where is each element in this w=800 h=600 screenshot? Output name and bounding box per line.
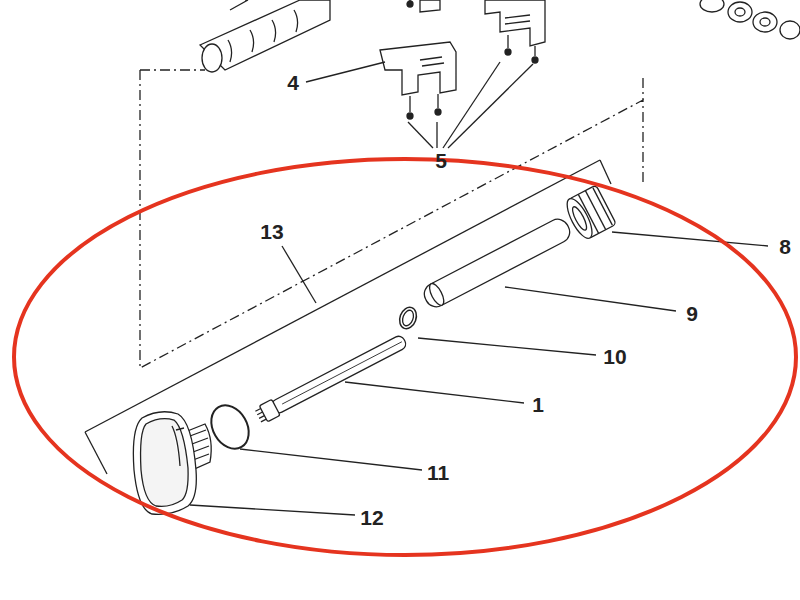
highlight-ellipse <box>14 159 796 555</box>
label-anchor: 9 <box>686 303 698 325</box>
callout-number: 9 <box>686 302 698 325</box>
quartz-sleeve <box>420 215 573 310</box>
callout-number: 1 <box>532 393 544 416</box>
callout-number: 12 <box>360 506 383 529</box>
callout-number: 10 <box>603 345 626 368</box>
uv-lamp <box>254 332 409 424</box>
label-anchor: 8 <box>779 236 791 258</box>
retaining-nut <box>562 185 616 242</box>
bracket-part <box>407 0 545 63</box>
callout-number: 4 <box>287 71 299 94</box>
label-anchor: 13 <box>260 221 283 243</box>
fitting-parts <box>700 0 800 39</box>
label-anchor: 4 <box>287 72 299 94</box>
label-anchor: 10 <box>603 346 626 368</box>
label-anchor: 1 <box>532 394 544 416</box>
bracket-part <box>380 42 456 119</box>
callout-number: 5 <box>435 149 447 172</box>
o-ring <box>401 309 416 327</box>
o-ring <box>397 305 420 331</box>
label-anchor: 5 <box>435 150 447 172</box>
assembly-frame <box>140 70 643 368</box>
label-anchor: 11 <box>427 462 449 484</box>
cage-part <box>200 0 330 72</box>
callout-number: 8 <box>779 235 791 258</box>
end-cap <box>133 412 211 515</box>
callout-number: 13 <box>260 220 283 243</box>
leader-line <box>190 62 768 515</box>
label-anchor: 12 <box>360 507 383 529</box>
callout-number: 11 <box>427 461 449 484</box>
